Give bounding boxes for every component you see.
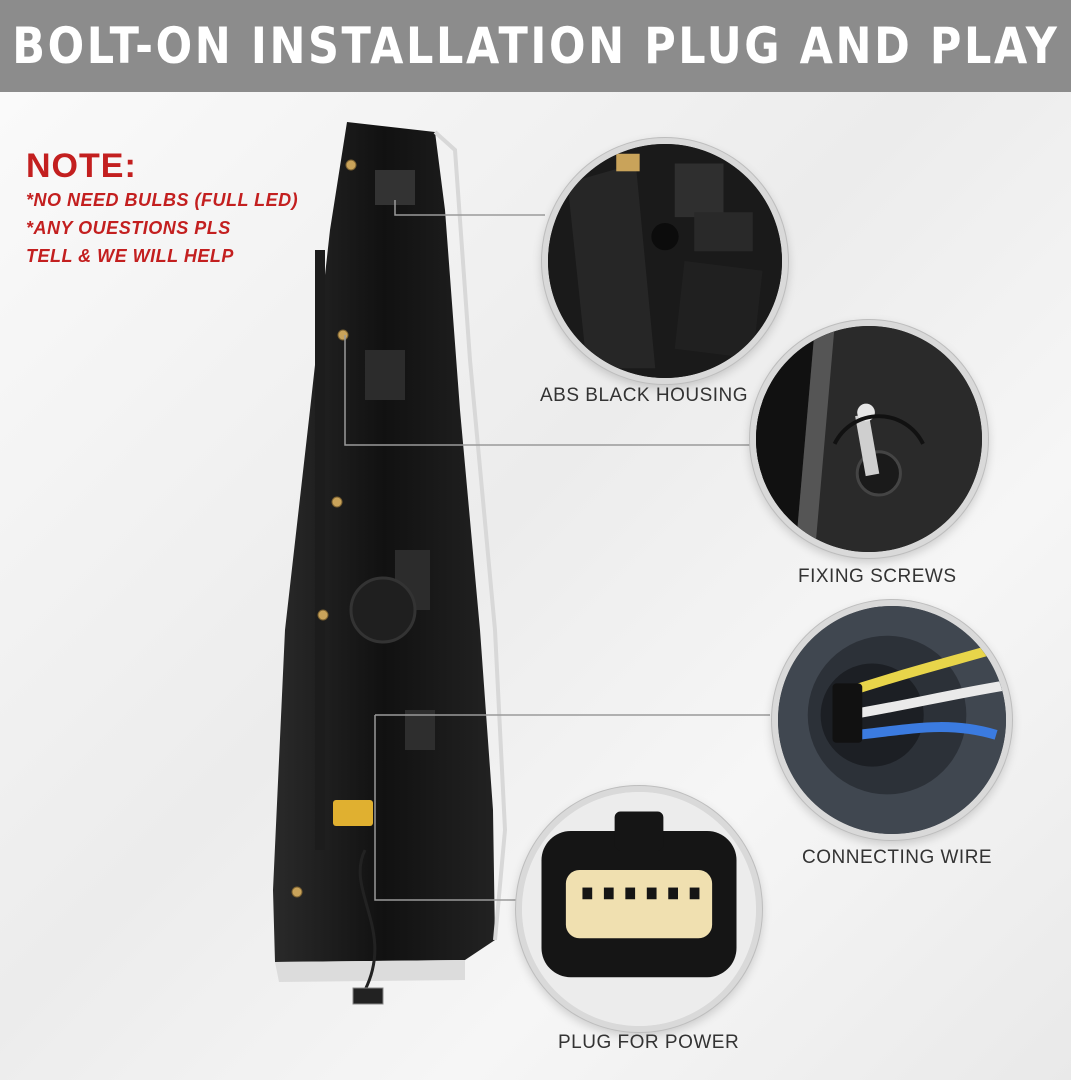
banner-title: BOLT-ON INSTALLATION PLUG AND PLAY [11,17,1060,75]
detail-housing-circle [542,138,788,384]
detail-screws-circle [750,320,988,558]
note-title: NOTE: [26,147,137,185]
caption-housing: ABS BLACK HOUSING [540,385,749,406]
note-line: TELL & WE WILL HELP [26,246,234,266]
note-line: *ANY OUESTIONS PLS [26,218,231,238]
caption-wire: CONNECTING WIRE [802,847,993,868]
caption-plug: PLUG FOR POWER [558,1032,740,1053]
note-block: NOTE: *NO NEED BULBS (FULL LED) *ANY OUE… [26,146,298,270]
caption-screws: FIXING SCREWS [798,566,957,587]
detail-wire-circle [772,600,1012,840]
title-banner: BOLT-ON INSTALLATION PLUG AND PLAY [0,0,1071,92]
note-line: *NO NEED BULBS (FULL LED) [26,190,299,210]
tail-lamp-housing-image [273,122,508,1005]
detail-plug-circle [516,786,762,1032]
